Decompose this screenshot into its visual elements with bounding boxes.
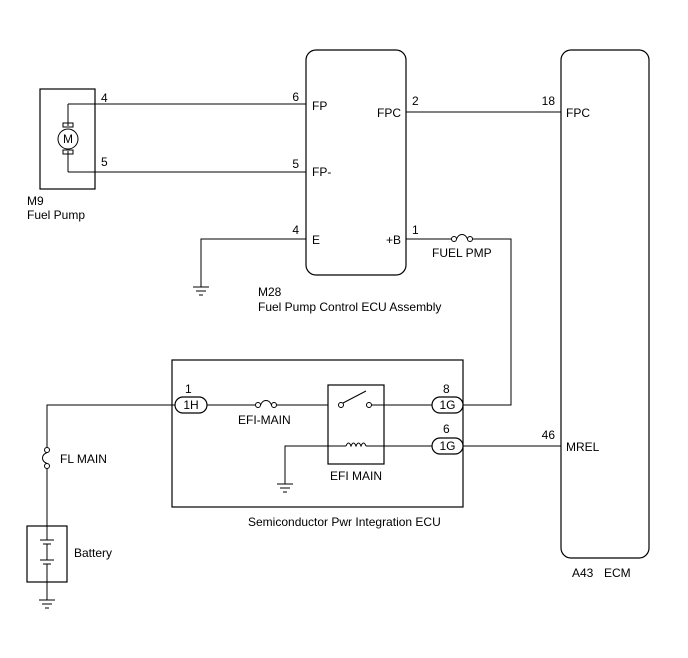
fuel-pump-control-ecu: FP FP- E FPC +B 6 5 4 2 1 M28 Fuel Pump … xyxy=(258,49,441,314)
spi-ecu-name: Semiconductor Pwr Integration ECU xyxy=(248,515,441,529)
ecm-terminal-mrel: MREL xyxy=(566,440,600,454)
ecu-pin-4: 4 xyxy=(292,223,299,237)
ground-icon xyxy=(193,286,209,296)
battery-ground-icon xyxy=(39,599,55,609)
spi-pin-6: 6 xyxy=(443,422,450,436)
efi-main-relay-box xyxy=(327,384,385,465)
motor-icon xyxy=(57,128,79,150)
ecu-terminal-e: E xyxy=(312,233,320,247)
wire-coil-ground xyxy=(284,445,346,484)
fuel-pump: M 4 5 M9 Fuel Pump xyxy=(27,88,108,222)
ecm: FPC MREL 18 46 A43 ECM xyxy=(542,49,650,580)
ecu-pin-6: 6 xyxy=(292,90,299,104)
fuel-pump-pin-5: 5 xyxy=(101,155,108,169)
ecm-box xyxy=(560,49,650,559)
wire-e-ground xyxy=(200,238,306,287)
connector-1g-bottom-label: 1G xyxy=(439,439,455,453)
relay-contact-left xyxy=(338,402,344,408)
battery-label: Battery xyxy=(74,546,112,560)
motor-brush-top xyxy=(62,122,74,128)
connector-1g-top xyxy=(431,396,464,414)
connector-1h-label: 1H xyxy=(183,398,198,412)
relay-switch-icon xyxy=(342,390,367,404)
relay-contact-right xyxy=(366,402,372,408)
fuel-pump-pin-4: 4 xyxy=(101,91,108,105)
relay-label: EFI MAIN xyxy=(330,469,382,483)
ecu-pin-1: 1 xyxy=(412,223,419,237)
ecm-pin-46: 46 xyxy=(542,428,556,442)
spi-ecu-box xyxy=(171,359,464,508)
fuse-fl-main-icon xyxy=(42,447,50,469)
ecu-name: Fuel Pump Control ECU Assembly xyxy=(258,300,441,314)
ecu-pin-2: 2 xyxy=(412,94,419,108)
ecu-terminal-fp: FP xyxy=(312,99,327,113)
fuel-pump-name: Fuel Pump xyxy=(27,208,85,222)
fuse-fl-main-label: FL MAIN xyxy=(60,452,107,466)
battery: Battery xyxy=(26,525,112,583)
fuse-fuel-pmp-icon xyxy=(451,234,473,242)
spi-pin-8: 8 xyxy=(443,382,450,396)
motor-symbol: M xyxy=(63,132,73,146)
fuse-efi-main-label: EFI-MAIN xyxy=(238,413,291,427)
ecu-terminal-fpc: FPC xyxy=(377,106,401,120)
connector-1g-top-label: 1G xyxy=(439,398,455,412)
ecu-terminal-fp-minus: FP- xyxy=(312,165,331,179)
ecm-pin-18: 18 xyxy=(542,94,556,108)
ecm-terminal-fpc: FPC xyxy=(566,106,590,120)
ecu-terminal-plus-b: +B xyxy=(386,233,401,247)
wire-fuel-pmp-to-spi xyxy=(463,238,512,406)
spi-ground-icon xyxy=(277,483,293,493)
ecu-code: M28 xyxy=(258,285,282,299)
battery-icon xyxy=(40,526,54,582)
fuse-fuel-pmp-label: FUEL PMP xyxy=(432,246,492,260)
ecu-pin-5: 5 xyxy=(292,157,299,171)
ecm-code: A43 xyxy=(572,566,594,580)
motor-brush-bottom xyxy=(62,149,74,155)
ecm-name: ECM xyxy=(604,566,631,580)
relay-coil-icon xyxy=(345,442,367,448)
spi-pin-1: 1 xyxy=(185,382,192,396)
fuse-efi-main-icon xyxy=(255,400,277,408)
fuel-pump-code: M9 xyxy=(27,194,44,208)
wire-battery-to-1h xyxy=(46,404,175,447)
fuel-pump-control-ecu-box xyxy=(305,49,407,276)
semiconductor-pwr-integration-ecu: 1H 1 EFI-MAIN EFI MAIN 1G 8 1G xyxy=(171,359,464,529)
